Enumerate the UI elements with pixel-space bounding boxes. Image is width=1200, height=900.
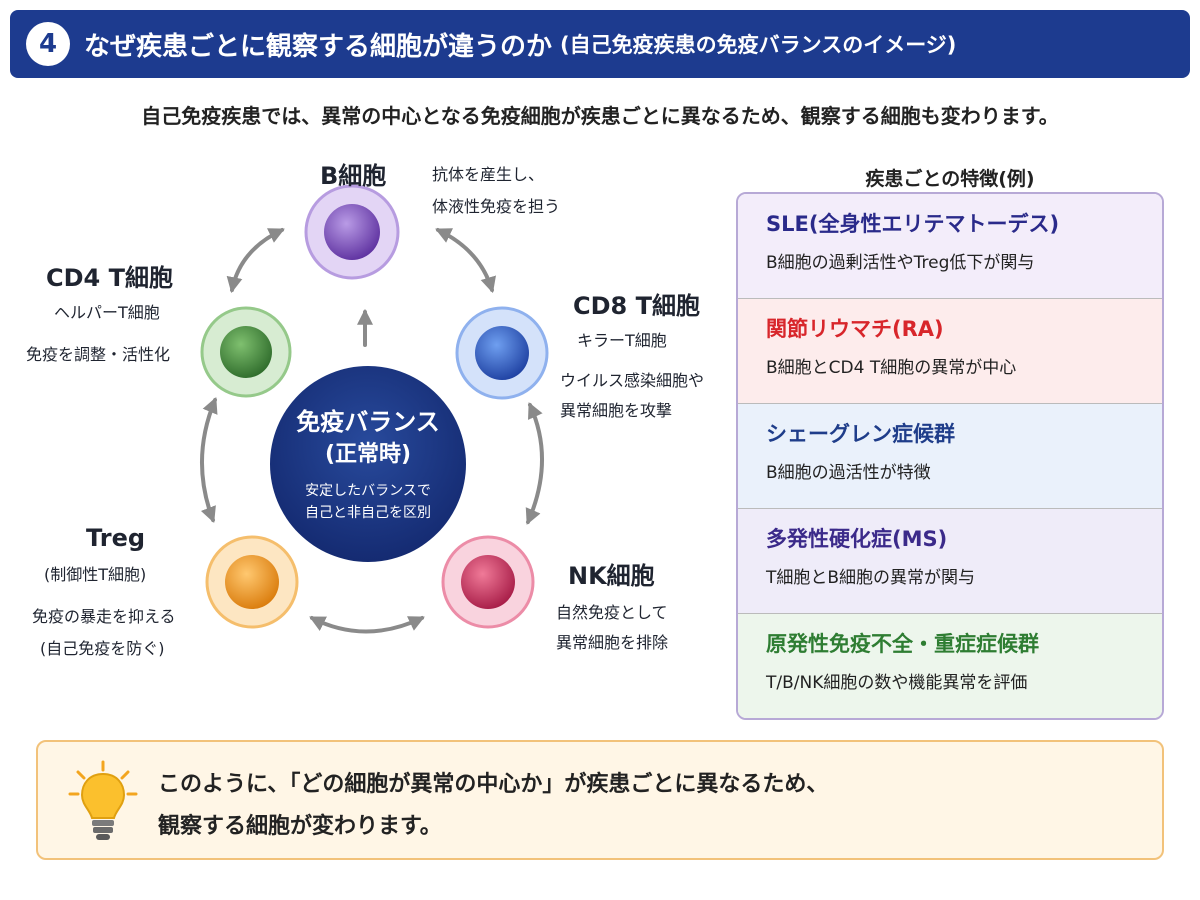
cd8-cell-role: キラーT細胞 <box>577 331 667 350</box>
diagram-svg <box>200 184 549 634</box>
b-cell-desc-line2: 体液性免疫を担う <box>432 197 561 216</box>
disease-panel-title: 疾患ごとの特徴(例) <box>736 164 1164 191</box>
disease-desc: B細胞の過剰活性やTreg低下が関与 <box>766 253 1035 273</box>
center-desc-line2: 自己と非自己を区別 <box>305 505 431 521</box>
treg-cell-role: (制御性T細胞) <box>44 565 147 584</box>
nk-cell-name: NK細胞 <box>568 562 655 590</box>
page-title: なぜ疾患ごとに観察する細胞が違うのか <box>84 31 553 62</box>
disease-desc: B細胞の過活性が特徴 <box>766 463 931 483</box>
center-title: 免疫バランス <box>296 408 440 436</box>
disease-immunodeficiency: 原発性免疫不全・重症症候群 T/B/NK細胞の数や機能異常を評価 <box>738 614 1162 718</box>
disease-name: シェーグレン症候群 <box>766 422 955 446</box>
section-number-badge: 4 <box>26 22 70 66</box>
cd8-t-cell-icon <box>455 306 549 400</box>
disease-sjogren: シェーグレン症候群 B細胞の過活性が特徴 <box>738 404 1162 509</box>
cd8-cell-desc-line2: 異常細胞を攻撃 <box>560 401 673 420</box>
treg-cell-icon <box>205 535 299 629</box>
disease-name: SLE(全身性エリテマトーデス) <box>766 212 1060 236</box>
cd4-cell-desc: 免疫を調整・活性化 <box>26 345 171 364</box>
disease-panel: SLE(全身性エリテマトーデス) B細胞の過剰活性やTreg低下が関与 関節リウ… <box>736 192 1164 720</box>
page-header: 4 なぜ疾患ごとに観察する細胞が違うのか (自己免疫疾患の免疫バランスのイメージ… <box>10 10 1190 78</box>
cd8-cell-name: CD8 T細胞 <box>573 292 700 320</box>
page-subtitle: (自己免疫疾患の免疫バランスのイメージ) <box>560 33 957 57</box>
arrow-cd4-treg <box>200 397 218 523</box>
disease-name: 多発性硬化症(MS) <box>766 527 948 551</box>
treg-cell-desc-line2: (自己免疫を防ぐ) <box>40 639 165 658</box>
disease-desc: T/B/NK細胞の数や機能異常を評価 <box>766 673 1028 693</box>
disease-ra: 関節リウマチ(RA) B細胞とCD4 T細胞の異常が中心 <box>738 299 1162 404</box>
cd4-t-cell-icon <box>200 306 292 398</box>
arrow-treg-nk <box>309 616 425 634</box>
arrow-cd8-nk <box>525 402 544 525</box>
disease-name: 関節リウマチ(RA) <box>766 317 944 341</box>
center-desc-line1: 安定したバランスで <box>305 483 431 499</box>
intro-text: 自己免疫疾患では、異常の中心となる免疫細胞が疾患ごとに異なるため、観察する細胞も… <box>141 104 1059 128</box>
b-cell-icon <box>304 184 400 280</box>
immune-balance-diagram: 免疫バランス (正常時) 安定したバランスで 自己と非自己を区別 B細胞 抗体を… <box>0 140 730 720</box>
disease-ms: 多発性硬化症(MS) T細胞とB細胞の異常が関与 <box>738 509 1162 614</box>
lightbulb-icon <box>68 760 138 850</box>
disease-sle: SLE(全身性エリテマトーデス) B細胞の過剰活性やTreg低下が関与 <box>738 194 1162 299</box>
immune-balance-center <box>270 366 466 562</box>
b-cell-desc-line1: 抗体を産生し、 <box>432 165 545 184</box>
cd4-cell-name: CD4 T細胞 <box>46 264 173 292</box>
arrow-b-cd8 <box>435 228 496 294</box>
b-cell-name: B細胞 <box>320 162 387 190</box>
nk-cell-desc-line1: 自然免疫として <box>556 603 668 622</box>
cd4-cell-role: ヘルパーT細胞 <box>54 303 160 322</box>
summary-note-line2: 観察する細胞が変わります。 <box>158 814 442 839</box>
cd8-cell-desc-line1: ウイルス感染細胞や <box>560 371 705 390</box>
nk-cell-desc-line2: 異常細胞を排除 <box>556 633 669 652</box>
arrow-b-cd4 <box>226 228 285 294</box>
disease-desc: B細胞とCD4 T細胞の異常が中心 <box>766 358 1017 378</box>
summary-note-line1: このように、「どの細胞が異常の中心か」が疾患ごとに異なるため、 <box>158 772 829 797</box>
treg-cell-desc-line1: 免疫の暴走を抑える <box>32 607 176 626</box>
treg-cell-name: Treg <box>86 524 146 552</box>
center-subtitle: (正常時) <box>324 442 412 467</box>
disease-desc: T細胞とB細胞の異常が関与 <box>766 568 976 588</box>
disease-name: 原発性免疫不全・重症症候群 <box>766 632 1039 656</box>
nk-cell-icon <box>441 535 535 629</box>
summary-note: このように、「どの細胞が異常の中心か」が疾患ごとに異なるため、 観察する細胞が変… <box>36 740 1164 860</box>
